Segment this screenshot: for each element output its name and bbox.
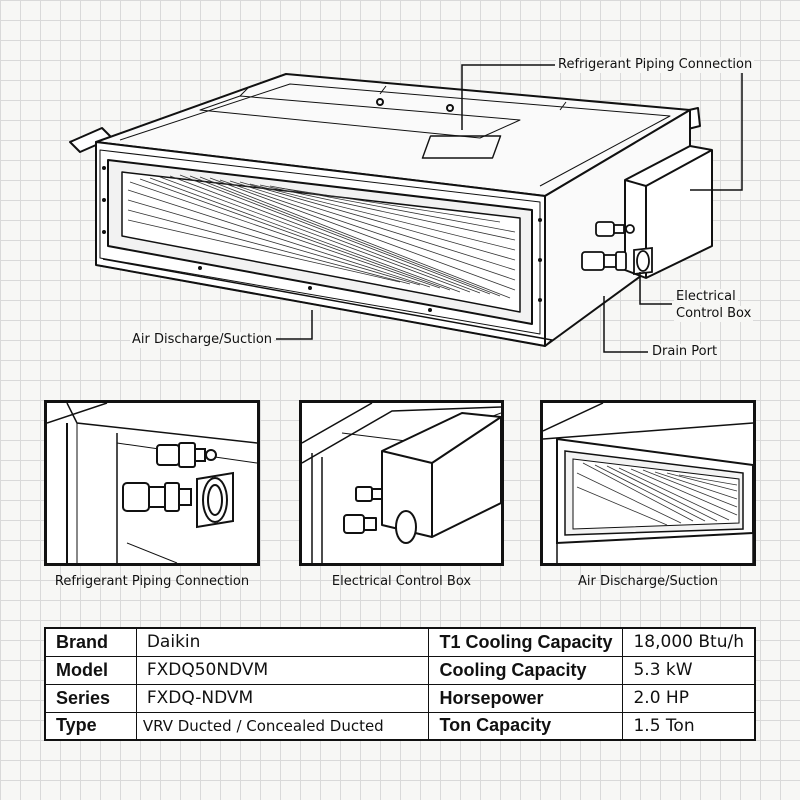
table-row: Type VRV Ducted / Concealed Ducted Ton C… (44, 711, 756, 741)
spec-key-brand: Brand (44, 627, 137, 657)
callout-air: Air Discharge/Suction (130, 332, 275, 348)
spec-value-horsepower: 2.0 HP (622, 683, 756, 713)
leader-electrical-label (639, 272, 672, 305)
detail-air-discharge (540, 400, 756, 566)
table-row: Model FXDQ50NDVM Cooling Capacity 5.3 kW (44, 655, 756, 685)
table-row: Series FXDQ-NDVM Horsepower 2.0 HP (44, 683, 756, 713)
callout-electrical-line2: Control Box (674, 306, 754, 322)
spec-value-series: FXDQ-NDVM (135, 683, 430, 713)
detail-refrigerant (44, 400, 260, 566)
spec-key-type: Type (44, 711, 137, 741)
spec-value-cooling: 5.3 kW (622, 655, 756, 685)
spec-table: Brand Daikin T1 Cooling Capacity 18,000 … (44, 627, 756, 741)
spec-key-horsepower: Horsepower (428, 683, 624, 713)
spec-value-model: FXDQ50NDVM (135, 655, 430, 685)
callout-electrical-line1: Electrical (674, 289, 738, 305)
table-row: Brand Daikin T1 Cooling Capacity 18,000 … (44, 627, 756, 657)
detail-electrical (299, 400, 504, 566)
leader-drain (603, 296, 648, 353)
spec-value-brand: Daikin (135, 627, 430, 657)
callout-refrigerant: Refrigerant Piping Connection (556, 57, 755, 73)
spec-key-ton: Ton Capacity (428, 711, 624, 741)
spec-key-model: Model (44, 655, 137, 685)
caption-air-discharge: Air Discharge/Suction (577, 574, 719, 589)
spec-value-t1-cooling: 18,000 Btu/h (622, 627, 756, 657)
spec-value-type: VRV Ducted / Concealed Ducted (135, 711, 430, 741)
caption-electrical: Electrical Control Box (331, 574, 472, 589)
leader-air (276, 310, 313, 340)
spec-key-series: Series (44, 683, 137, 713)
refrigerant-fitting-small (595, 221, 615, 237)
refrigerant-fitting-large (581, 251, 605, 271)
leader-electrical-box (690, 72, 743, 191)
caption-refrigerant: Refrigerant Piping Connection (54, 574, 250, 589)
spec-key-t1-cooling: T1 Cooling Capacity (428, 627, 624, 657)
ducted-unit-illustration (69, 64, 743, 353)
spec-value-ton: 1.5 Ton (622, 711, 756, 741)
callout-drain: Drain Port (650, 344, 720, 360)
leader-refrigerant (461, 64, 555, 130)
spec-key-cooling: Cooling Capacity (428, 655, 624, 685)
